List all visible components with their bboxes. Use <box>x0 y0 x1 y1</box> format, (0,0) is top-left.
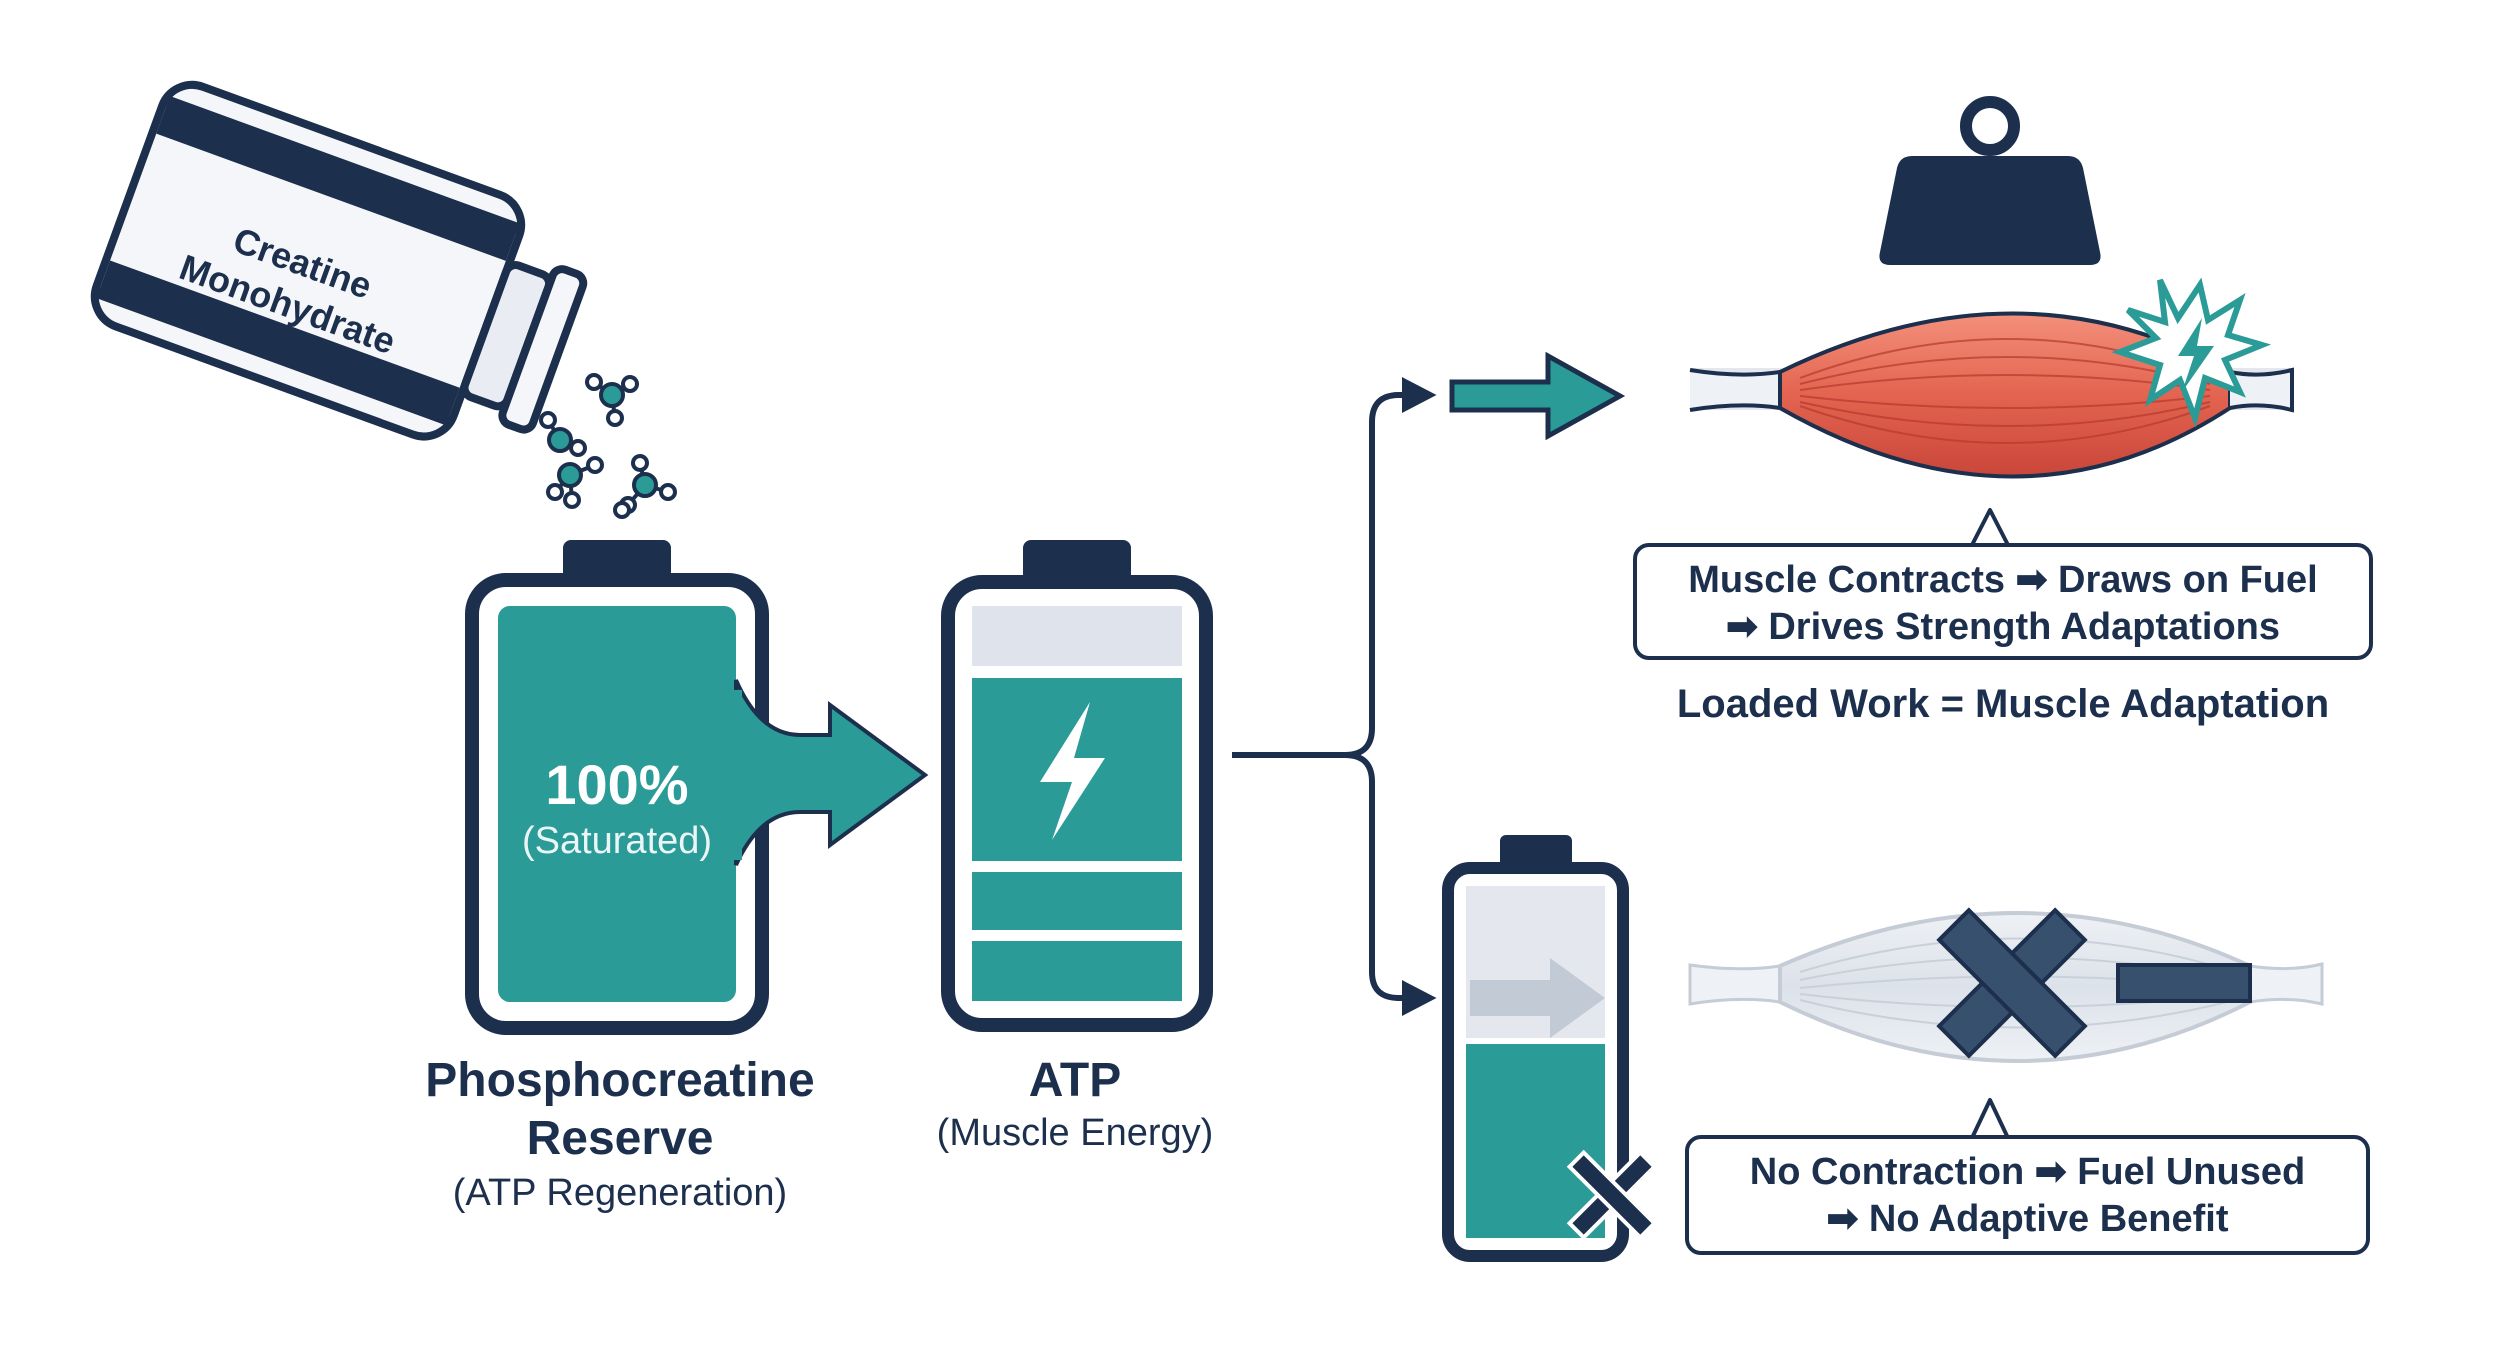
atp-subtitle: (Muscle Energy) <box>936 1112 1214 1154</box>
arrow-icon: ➡ <box>1826 1198 1859 1240</box>
top-callout-pointer <box>1970 508 2010 547</box>
weight-icon <box>1879 96 2101 265</box>
no-x-small-icon <box>1566 1149 1658 1241</box>
atp-battery-icon <box>941 540 1213 1032</box>
bottom-callout-pointer <box>1970 1098 2010 1140</box>
pcr-status: (Saturated) <box>521 820 713 862</box>
active-muscle-icon <box>1689 277 2294 479</box>
branch-connector <box>1232 377 1437 1016</box>
top-callout-step3: Drives Strength Adaptations <box>1768 606 2281 648</box>
top-flow-arrow-icon <box>1449 351 1626 441</box>
top-callout-line1: Muscle Contracts ➡ Draws on Fuel <box>1637 557 2369 604</box>
top-callout-line2: ➡ Drives Strength Adaptations <box>1637 604 2369 651</box>
phosphocreatine-battery-icon <box>465 540 929 1035</box>
bottom-callout-step3: No Adaptive Benefit <box>1868 1198 2229 1240</box>
pcr-title-line1: Phosphocreatine <box>425 1054 815 1107</box>
atp-title: ATP <box>1028 1054 1122 1107</box>
inactive-muscle-icon <box>1688 907 2324 1063</box>
pcr-battery-level: 100% (Saturated) <box>498 752 736 864</box>
arrow-icon: ➡ <box>2034 1151 2067 1193</box>
top-callout: Muscle Contracts ➡ Draws on Fuel ➡ Drive… <box>1633 543 2373 660</box>
arrow-icon: ➡ <box>2015 559 2048 601</box>
bottom-callout-step2: Fuel Unused <box>2077 1151 2306 1193</box>
pcr-title-line2: Reserve <box>526 1112 714 1165</box>
minus-icon <box>2116 963 2252 1003</box>
atp-label: ATP (Muscle Energy) <box>875 1052 1275 1156</box>
top-caption: Loaded Work = Muscle Adaptation <box>1676 682 2330 726</box>
creatine-bottle-icon <box>90 80 588 441</box>
creatine-molecules-icon <box>539 373 677 519</box>
pcr-percent: 100% <box>545 753 689 816</box>
unused-battery-icon <box>1442 835 1658 1262</box>
lightning-icon <box>1040 702 1105 840</box>
pcr-label: Phosphocreatine Reserve (ATP Regeneratio… <box>390 1052 850 1216</box>
bottom-callout: No Contraction ➡ Fuel Unused ➡ No Adapti… <box>1685 1135 2370 1255</box>
bottom-callout-line2: ➡ No Adaptive Benefit <box>1689 1196 2366 1243</box>
pcr-subtitle: (ATP Regeneration) <box>452 1172 788 1214</box>
no-x-large-icon <box>1936 907 2088 1059</box>
bottom-callout-step1: No Contraction <box>1749 1151 2025 1193</box>
top-callout-step2: Draws on Fuel <box>2058 559 2318 601</box>
top-callout-step1: Muscle Contracts <box>1688 559 2006 601</box>
bottom-callout-line1: No Contraction ➡ Fuel Unused <box>1689 1149 2366 1196</box>
arrow-icon: ➡ <box>1725 606 1758 648</box>
